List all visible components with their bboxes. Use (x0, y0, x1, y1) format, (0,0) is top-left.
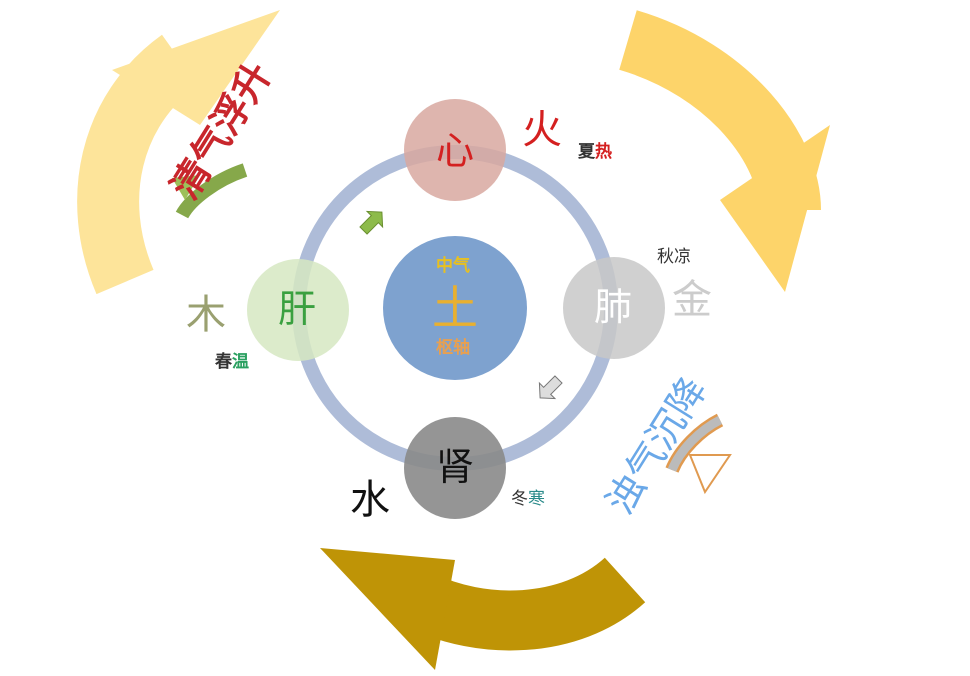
season-winter-quality: 寒 (528, 489, 545, 509)
upper-left-cycle-arrow (77, 10, 280, 295)
rising-curved-arrow-icon (172, 163, 248, 219)
bottom-cycle-arrow (320, 548, 646, 670)
element-metal: 金 (672, 277, 712, 323)
season-winter: 冬寒 (511, 491, 545, 508)
down-left-arrow-icon (538, 375, 563, 400)
season-spring: 春温 (215, 354, 249, 371)
season-winter-name: 冬 (511, 489, 528, 509)
season-summer: 夏热 (578, 144, 612, 161)
upper-right-cycle-arrow (618, 10, 830, 292)
element-wood: 木 (186, 292, 226, 338)
season-autumn-name: 秋 (657, 247, 674, 267)
element-fire: 火 (522, 107, 562, 153)
element-water: 水 (350, 477, 390, 523)
organ-heart: 心 (436, 129, 475, 173)
heart-circle (404, 99, 506, 201)
organ-lung: 肺 (594, 285, 633, 329)
season-spring-name: 春 (215, 352, 232, 372)
season-autumn-quality: 凉 (674, 247, 691, 267)
season-autumn: 秋凉 (657, 249, 691, 266)
lung-circle (563, 257, 665, 359)
up-right-arrow-icon (359, 210, 384, 235)
center-label-bottom: 枢轴 (436, 338, 470, 358)
season-spring-quality: 温 (232, 352, 249, 372)
sinking-curved-arrow-icon (665, 413, 732, 495)
center-label-earth: 土 (432, 281, 478, 335)
organ-kidney: 肾 (436, 445, 475, 489)
center-label-top: 中气 (436, 256, 470, 276)
season-summer-name: 夏 (578, 142, 595, 162)
season-summer-quality: 热 (595, 142, 612, 162)
center-earth-circle (383, 236, 527, 380)
liver-circle (247, 259, 349, 361)
organ-liver: 肝 (278, 287, 317, 331)
kidney-circle (404, 417, 506, 519)
